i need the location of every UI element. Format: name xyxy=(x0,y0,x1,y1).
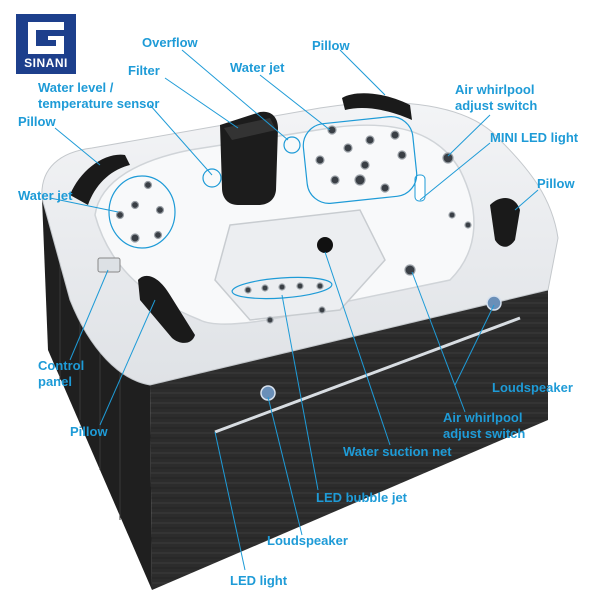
footwell xyxy=(214,209,386,321)
label-overflow: Overflow xyxy=(142,35,198,50)
label-led-bubble-jet: LED bubble jet xyxy=(316,490,407,505)
label-water-suction-net: Water suction net xyxy=(343,444,452,459)
label-control-panel-1: Control xyxy=(38,358,85,373)
control-panel-device xyxy=(97,257,121,273)
label-air-whirlpool-bottom-2: adjust switch xyxy=(443,426,526,441)
label-air-whirlpool-top-1: Air whirlpool xyxy=(455,82,535,97)
led-strip xyxy=(214,316,521,434)
cabinet-front xyxy=(150,290,548,590)
label-pillow-right: Pillow xyxy=(537,176,575,191)
pillow-left-back xyxy=(70,154,130,205)
pillow-top xyxy=(342,93,412,120)
pillow-right xyxy=(490,198,520,247)
label-led-light: LED light xyxy=(230,573,288,588)
mini-led-strip xyxy=(414,174,426,202)
label-pillow-top: Pillow xyxy=(312,38,350,53)
label-water-level-1: Water level / xyxy=(38,80,114,95)
sinani-logo: SINANI xyxy=(16,14,76,74)
label-air-whirlpool-top-2: adjust switch xyxy=(455,98,538,113)
label-filter: Filter xyxy=(128,63,160,78)
suction-net xyxy=(317,237,333,253)
brand-name: SINANI xyxy=(24,56,68,70)
pillow-front xyxy=(138,275,195,343)
label-pillow-left: Pillow xyxy=(18,114,56,129)
label-water-jet-top: Water jet xyxy=(230,60,285,75)
loudspeaker-side xyxy=(486,295,502,311)
loudspeaker-front xyxy=(260,385,276,401)
label-control-panel-2: panel xyxy=(38,374,72,389)
label-air-whirlpool-bottom-1: Air whirlpool xyxy=(443,410,523,425)
label-loudspeaker-bottom: Loudspeaker xyxy=(267,533,348,548)
label-mini-led: MINI LED light xyxy=(490,130,579,145)
label-water-level-2: temperature sensor xyxy=(38,96,160,111)
label-pillow-bottom: Pillow xyxy=(70,424,108,439)
label-loudspeaker-right: Loudspeaker xyxy=(492,380,573,395)
logo-mark-icon xyxy=(28,22,64,54)
label-water-jet-left: Water jet xyxy=(18,188,73,203)
